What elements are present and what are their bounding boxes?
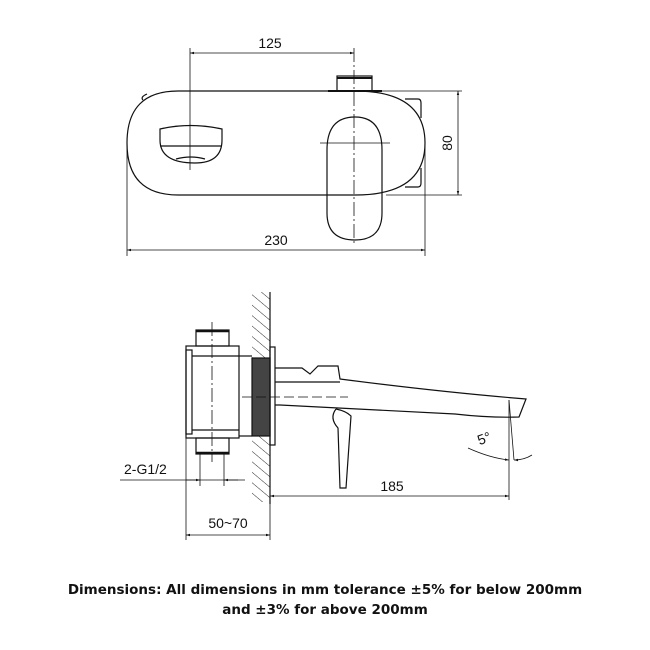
mount-tab-right-top bbox=[405, 98, 422, 118]
caption-line-2: and ±3% for above 200mm bbox=[222, 602, 428, 618]
dimensions-caption: Dimensions: All dimensions in mm toleran… bbox=[0, 580, 650, 620]
mount-tab-right-bottom bbox=[405, 168, 422, 188]
lever-side bbox=[332, 408, 352, 489]
dim-125: 125 bbox=[258, 35, 282, 51]
dim-80: 80 bbox=[439, 135, 455, 151]
side-view bbox=[120, 292, 533, 540]
technical-drawing: 125 230 80 bbox=[120, 35, 533, 540]
dim-185: 185 bbox=[380, 478, 404, 494]
dim-connection: 2-G1/2 bbox=[124, 461, 167, 477]
dim-angle: 5° bbox=[475, 428, 493, 448]
lever-handle bbox=[326, 116, 383, 241]
caption-line-1: Dimensions: All dimensions in mm toleran… bbox=[67, 582, 583, 598]
outlet-shape bbox=[159, 124, 223, 164]
front-view bbox=[126, 48, 462, 256]
spout bbox=[275, 365, 527, 418]
dim-230: 230 bbox=[264, 232, 288, 248]
dim-50-70: 50~70 bbox=[208, 515, 248, 531]
wall-plate-outline bbox=[126, 90, 426, 196]
mount-tab-left bbox=[141, 93, 148, 101]
valve-body bbox=[185, 345, 240, 439]
